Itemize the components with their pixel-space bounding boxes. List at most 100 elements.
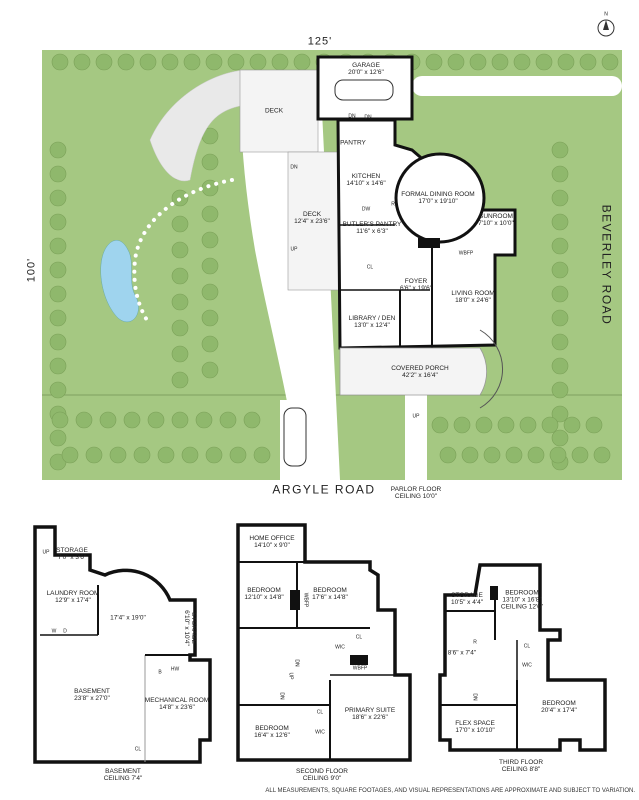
- tree-icon: [183, 53, 201, 71]
- tree-icon: [133, 446, 151, 464]
- tree-icon: [551, 261, 569, 279]
- tree-icon: [527, 446, 545, 464]
- tree-icon: [85, 446, 103, 464]
- mark-dw: DW: [361, 206, 371, 213]
- tree-icon: [549, 446, 567, 464]
- tree-icon: [535, 53, 553, 71]
- mark-closet: CL: [366, 264, 374, 271]
- mark-wbfp: WBFP: [458, 250, 474, 257]
- tree-icon: [513, 53, 531, 71]
- washer: W: [51, 628, 57, 635]
- mark-dn-deck: UP: [290, 246, 298, 253]
- tree-icon: [551, 381, 569, 399]
- room-kitchenette: 8'6" x 7'4": [447, 649, 477, 657]
- covered-porch: [339, 347, 487, 396]
- tree-icon: [49, 357, 67, 375]
- fireplace: [350, 655, 368, 665]
- tree-icon: [483, 446, 501, 464]
- mark-dn: DN: [348, 113, 356, 120]
- tree-icon: [205, 53, 223, 71]
- tree-icon: [139, 53, 157, 71]
- street-bottom: ARGYLE ROAD: [272, 482, 376, 497]
- lot-width-label: 125': [307, 35, 333, 48]
- front-walk: [405, 395, 427, 480]
- room-deck-upper: DECK: [264, 107, 284, 115]
- tree-icon: [551, 405, 569, 423]
- tree-icon: [593, 446, 611, 464]
- mark-wic: WIC: [315, 729, 325, 736]
- tree-icon: [49, 429, 67, 447]
- mark-dn: DN: [364, 114, 372, 121]
- tree-icon: [469, 53, 487, 71]
- tree-icon: [201, 361, 219, 379]
- tree-icon: [551, 189, 569, 207]
- tree-icon: [551, 165, 569, 183]
- tree-icon: [75, 411, 93, 429]
- stone-walkway: [149, 69, 246, 182]
- pond: [100, 240, 139, 323]
- disclaimer: ALL MEASUREMENTS, SQUARE FOOTAGES, AND V…: [265, 788, 635, 794]
- mark-refrigerator: R: [473, 639, 477, 646]
- tree-icon: [201, 335, 219, 353]
- mark-wic: WIC: [522, 662, 532, 669]
- tree-icon: [453, 416, 471, 434]
- tree-icon: [447, 53, 465, 71]
- tree-icon: [551, 213, 569, 231]
- tree-icon: [181, 446, 199, 464]
- tree-icon: [293, 53, 311, 71]
- mark-up: UP: [287, 672, 294, 680]
- tree-icon: [49, 165, 67, 183]
- tree-icon: [519, 416, 537, 434]
- tree-icon: [99, 411, 117, 429]
- mark-closet: CL: [355, 634, 363, 641]
- boiler: B: [158, 669, 162, 676]
- mark-dn: DN: [293, 659, 300, 667]
- tree-icon: [475, 416, 493, 434]
- tree-icon: [253, 446, 271, 464]
- tree-icon: [49, 141, 67, 159]
- tree-icon: [49, 309, 67, 327]
- tree-icon: [585, 416, 603, 434]
- street-right: BEVERLEY ROAD: [599, 204, 614, 326]
- tree-icon: [243, 411, 261, 429]
- tree-icon: [123, 411, 141, 429]
- tree-icon: [117, 53, 135, 71]
- mark-closet: CL: [316, 709, 324, 716]
- deck-upper: [239, 69, 319, 153]
- tree-icon: [461, 446, 479, 464]
- mark-up: UP: [412, 413, 420, 420]
- tree-icon: [201, 153, 219, 171]
- mark-dn: DN: [290, 164, 298, 171]
- tree-icon: [49, 333, 67, 351]
- compass-needle: [603, 20, 609, 30]
- tree-icon: [505, 446, 523, 464]
- tree-icon: [229, 446, 247, 464]
- tree-icon: [201, 257, 219, 275]
- tree-icon: [227, 53, 245, 71]
- tree-icon: [49, 213, 67, 231]
- tree-icon: [601, 53, 619, 71]
- tree-icon: [551, 237, 569, 255]
- dryer: D: [63, 628, 67, 635]
- tree-icon: [201, 283, 219, 301]
- fireplace: [290, 590, 300, 610]
- mark-closet: CL: [134, 746, 142, 753]
- mark-wbfp: WBFP: [302, 592, 309, 608]
